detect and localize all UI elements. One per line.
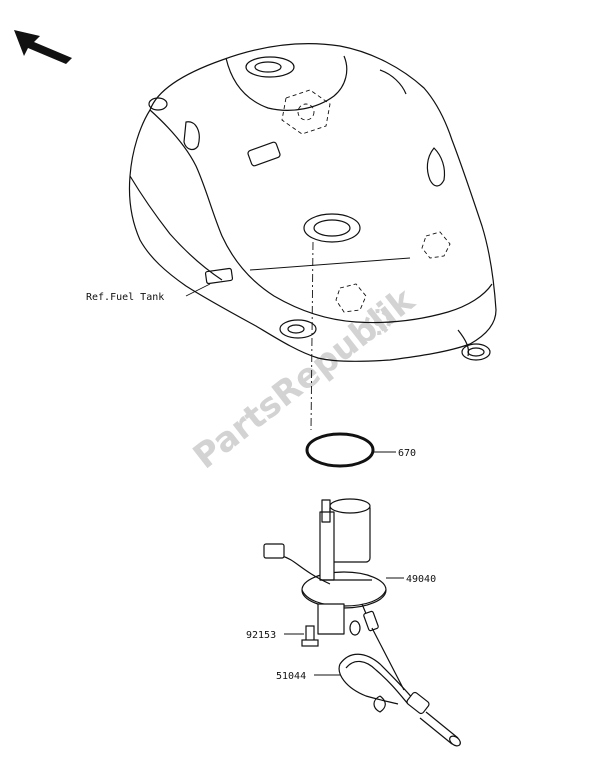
label-ref-fuel-tank: Ref.Fuel Tank <box>86 292 164 303</box>
watermark-text: PartsRepublik <box>186 280 423 478</box>
watermark: PartsRepublik <box>186 280 423 478</box>
label-51044: 51044 <box>276 671 306 682</box>
label-92153: 92153 <box>246 630 276 641</box>
fuel-tank <box>128 43 497 362</box>
bolt-92153 <box>301 625 319 647</box>
o-ring-670 <box>305 432 375 468</box>
fuel-pump-assembly <box>263 498 387 636</box>
label-670: 670 <box>398 448 416 459</box>
assembly-line <box>310 241 314 431</box>
leader-lines <box>185 283 404 676</box>
label-49040: 49040 <box>406 574 436 585</box>
fuel-hose-51044 <box>338 627 461 747</box>
tank-hidden-flanges <box>281 89 451 313</box>
front-arrow-icon <box>14 30 72 64</box>
